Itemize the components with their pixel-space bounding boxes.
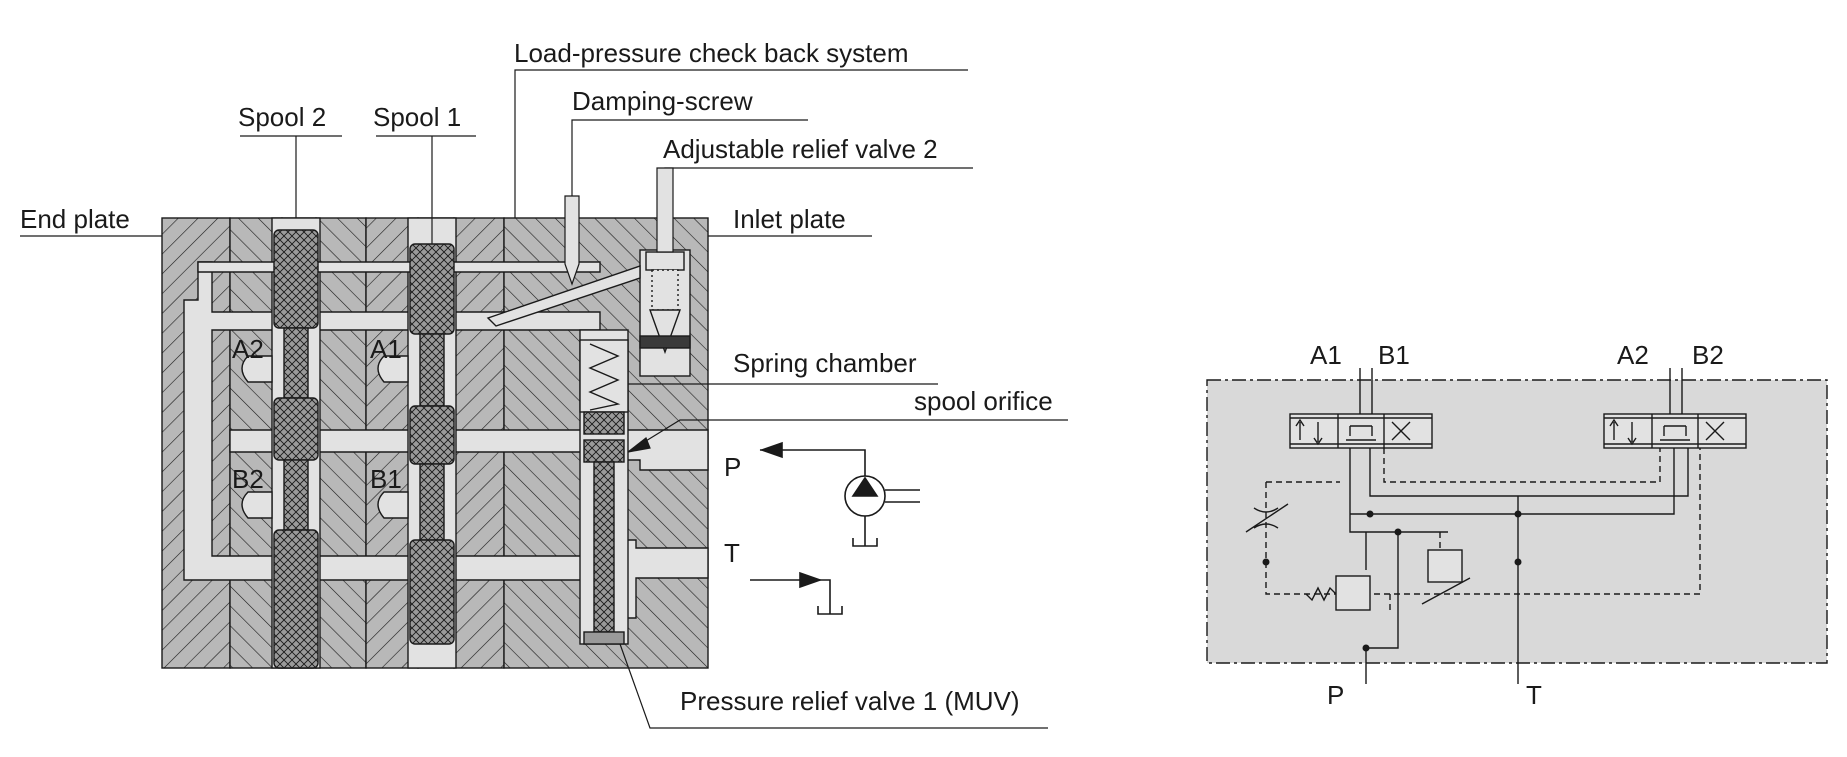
pilot-lines	[1265, 448, 1701, 610]
spool-1-neck	[419, 333, 445, 407]
label-spool-orifice: spool orifice	[914, 386, 1053, 416]
spool-2-lower-land	[273, 529, 319, 669]
pressure-line	[760, 449, 866, 476]
hydraulic-schematic: A1 B1 A2 B2 P T	[1206, 340, 1828, 710]
spring-chamber-piston	[583, 411, 625, 435]
tank-line	[750, 579, 831, 614]
load-sense-line	[197, 261, 601, 273]
a1-cavity	[377, 355, 409, 383]
variable-throttle-icon	[1245, 503, 1289, 533]
label-damping-screw: Damping-screw	[572, 86, 753, 116]
relief-valve-1-stem	[593, 461, 615, 633]
leader-relief-valve-1	[619, 643, 1048, 729]
schematic-port-t: T	[1526, 680, 1542, 710]
section-labels: Load-pressure check back system Damping-…	[20, 38, 1053, 716]
label-load-pressure-check: Load-pressure check back system	[514, 38, 909, 68]
spool-1-upper-land	[409, 243, 455, 335]
valve-section-view: Load-pressure check back system Damping-…	[20, 38, 1068, 729]
pump-arrow-icon	[851, 476, 879, 497]
directional-valve-1-symbol	[1289, 413, 1433, 449]
spring-chamber-spring	[588, 343, 621, 411]
schematic-port-b1: B1	[1378, 340, 1410, 370]
schematic-port-a2: A2	[1617, 340, 1649, 370]
port-label-t: T	[724, 538, 740, 568]
spring-chamber-housing	[579, 339, 629, 413]
b2-cavity	[241, 491, 273, 519]
schematic-port-b2: B2	[1692, 340, 1724, 370]
leader-spool-1	[376, 135, 476, 244]
label-spring-chamber: Spring chamber	[733, 348, 917, 378]
tank-icon	[817, 606, 843, 615]
label-spool-2: Spool 2	[238, 102, 326, 132]
main-relief-valve-symbol	[1335, 575, 1371, 611]
relief-valve-2-cap	[645, 251, 685, 271]
a2-cavity	[241, 355, 273, 383]
spool-2-neck	[283, 327, 309, 399]
label-end-plate: End plate	[20, 204, 130, 234]
label-spool-1: Spool 1	[373, 102, 461, 132]
pump-shaft	[885, 489, 920, 503]
secondary-relief-arrow-icon	[1421, 577, 1471, 605]
directional-valve-2-symbol	[1603, 413, 1747, 449]
label-relief-valve-1: Pressure relief valve 1 (MUV)	[680, 686, 1020, 716]
work-port-lines	[1359, 368, 1683, 414]
junction-dots	[1262, 510, 1522, 652]
leader-load-pressure	[514, 69, 968, 218]
spool-1-lower-land	[409, 539, 455, 645]
spool-1-mid-land	[409, 405, 455, 465]
relief-valve-2-spring	[651, 269, 679, 311]
spool-2-neck-lower	[283, 459, 309, 531]
port-label-b1: B1	[370, 464, 402, 494]
spool-1-neck-lower	[419, 463, 445, 541]
leader-spool-2	[240, 135, 342, 218]
label-inlet-plate: Inlet plate	[733, 204, 846, 234]
pump-tank-icon	[852, 538, 878, 547]
b1-cavity	[377, 491, 409, 519]
spools	[273, 229, 691, 669]
port-label-b2: B2	[232, 464, 264, 494]
leader-lines	[20, 69, 1068, 729]
relief-valve-2-adjuster-icon	[656, 167, 674, 253]
relief-valve-1-head	[583, 439, 625, 463]
pump-tank-symbols	[750, 441, 920, 615]
secondary-relief-valve-symbol	[1427, 549, 1463, 583]
relief-valve-2-poppet	[649, 309, 681, 355]
spool-orifice-arrow-icon	[627, 437, 651, 453]
main-relief-spring-icon	[1305, 586, 1337, 602]
relief-valve-1-base	[583, 631, 625, 645]
pressure-arrow-icon	[759, 441, 783, 459]
check-back-line	[486, 265, 641, 327]
damping-screw-icon	[564, 195, 580, 286]
port-label-p: P	[724, 452, 741, 482]
spool-2-mid-land	[273, 397, 319, 461]
port-label-a2: A2	[232, 334, 264, 364]
schematic-labels: A1 B1 A2 B2 P T	[1310, 340, 1724, 710]
port-label-a1: A1	[370, 334, 402, 364]
label-relief-valve-2: Adjustable relief valve 2	[663, 134, 938, 164]
tank-arrow-icon	[799, 571, 823, 589]
schematic-port-p: P	[1327, 680, 1344, 710]
relief-valve-2-seat	[639, 335, 691, 349]
pressure-lines	[1349, 448, 1689, 684]
spool-2-upper-land	[273, 229, 319, 329]
schematic-port-a1: A1	[1310, 340, 1342, 370]
